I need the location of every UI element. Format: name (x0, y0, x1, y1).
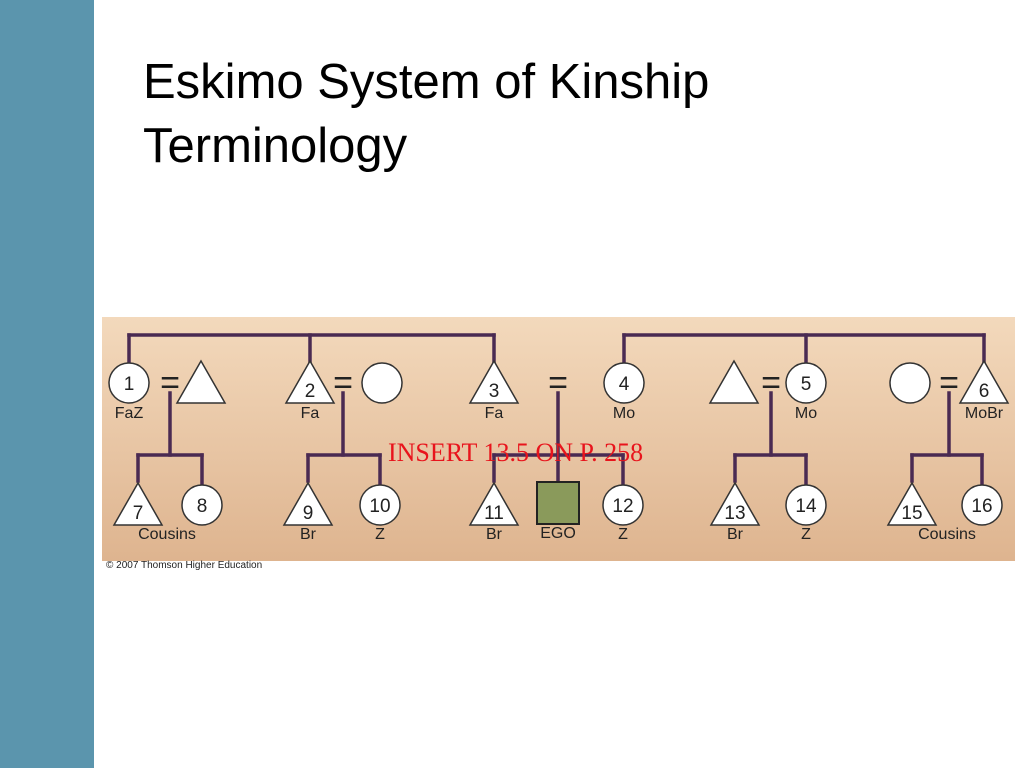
male-triangle (468, 481, 520, 526)
kin-node-n6s (889, 362, 931, 404)
node-label: FaZ (115, 405, 144, 422)
node-number: 4 (619, 374, 630, 395)
male-triangle (112, 481, 164, 526)
kin-node-n8: 8 (181, 484, 223, 526)
marriage-sign: = (761, 364, 781, 402)
female-circle (961, 484, 1003, 526)
male-triangle (958, 359, 1010, 404)
kin-node-n1s (175, 359, 227, 404)
node-label: Mo (795, 405, 817, 422)
marriage-sign: = (548, 364, 568, 402)
group-label-cousins-right: Cousins (918, 526, 976, 543)
kin-node-n7: 7 (112, 481, 164, 526)
node-number: 14 (795, 496, 817, 517)
node-number: 3 (489, 381, 500, 402)
kin-node-n2: 2Fa (284, 359, 336, 422)
male-triangle (175, 359, 227, 404)
kin-node-n4: 4Mo (603, 362, 645, 422)
node-number: 6 (979, 381, 990, 402)
female-circle (108, 362, 150, 404)
kin-node-n14: 14Z (785, 484, 827, 543)
female-circle (603, 362, 645, 404)
kin-node-n9: 9Br (282, 481, 334, 543)
node-number: 10 (369, 496, 390, 517)
insert-note: INSERT 13.5 ON P. 258 (388, 438, 644, 467)
slide-title: Eskimo System of Kinship Terminology (143, 55, 710, 173)
node-number: 16 (971, 496, 992, 517)
descent-lines (127, 333, 986, 488)
male-triangle (709, 481, 761, 526)
marriage-sign: = (939, 364, 959, 402)
node-label: MoBr (965, 405, 1004, 422)
female-circle (359, 484, 401, 526)
node-number: 7 (133, 503, 144, 524)
node-label: Br (727, 526, 744, 543)
node-label: EGO (540, 525, 576, 542)
male-triangle (886, 481, 938, 526)
node-number: 8 (197, 496, 208, 517)
male-triangle (282, 481, 334, 526)
kin-node-n15: 15 (886, 481, 938, 526)
node-number: 11 (484, 503, 504, 524)
kin-node-n5s (708, 359, 760, 404)
node-number: 9 (303, 503, 314, 524)
node-label: Fa (301, 405, 320, 422)
node-label: Z (618, 526, 628, 543)
node-number: 15 (901, 503, 922, 524)
kin-node-n5: 5Mo (785, 362, 827, 422)
sidebar-band (0, 0, 94, 768)
female-circle (181, 484, 223, 526)
node-number: 1 (124, 374, 135, 395)
female-circle (785, 484, 827, 526)
node-label: Z (375, 526, 385, 543)
node-number: 13 (724, 503, 745, 524)
kin-node-ego: EGO (536, 481, 580, 542)
node-label: Br (300, 526, 317, 543)
node-number: 5 (801, 374, 812, 395)
kin-node-n12: 12Z (602, 484, 644, 543)
marriage-sign: = (333, 364, 353, 402)
node-number: 2 (305, 381, 316, 402)
node-label: Fa (485, 405, 504, 422)
female-circle (602, 484, 644, 526)
kin-node-n3: 3Fa (468, 359, 520, 422)
female-circle (361, 362, 403, 404)
male-triangle (284, 359, 336, 404)
male-triangle (468, 359, 520, 404)
group-labels: Cousins Cousins (138, 526, 976, 543)
ego-square (536, 481, 580, 525)
kin-node-n16: 16 (961, 484, 1003, 526)
male-triangle (708, 359, 760, 404)
node-number: 12 (612, 496, 633, 517)
copyright-notice: © 2007 Thomson Higher Education (106, 560, 263, 571)
group-label-cousins-left: Cousins (138, 526, 196, 543)
node-label: Z (801, 526, 811, 543)
marriage-sign: = (160, 364, 180, 402)
kin-node-n10: 10Z (359, 484, 401, 543)
node-label: Br (486, 526, 503, 543)
kin-node-n2s (361, 362, 403, 404)
female-circle (785, 362, 827, 404)
marriage-signs: = = = = = (160, 364, 959, 402)
node-label: Mo (613, 405, 635, 422)
female-circle (889, 362, 931, 404)
